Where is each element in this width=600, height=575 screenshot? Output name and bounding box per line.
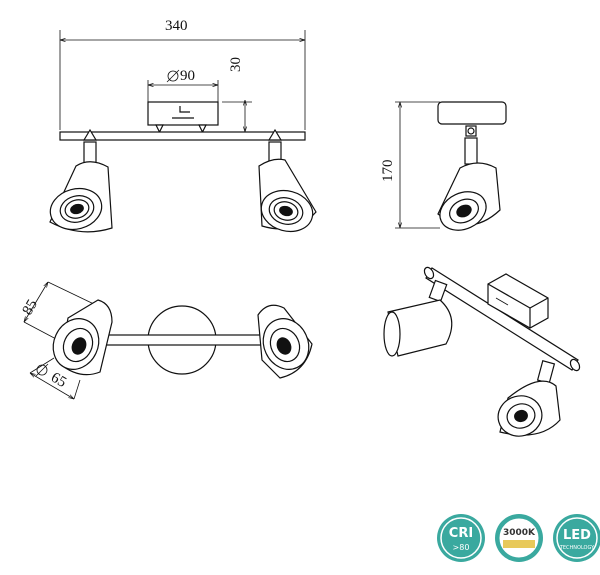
diameter-symbol-icon <box>36 364 48 376</box>
badge-main-text: LED <box>563 528 591 543</box>
spot-lens <box>269 327 301 363</box>
mounting-bar <box>99 334 266 346</box>
spot-lens <box>59 195 95 223</box>
badge-inner <box>498 517 540 559</box>
plate-slot <box>495 297 509 306</box>
extension-line <box>23 321 59 341</box>
spot-led <box>70 203 84 215</box>
diameter-symbol-icon <box>166 69 180 83</box>
bar-end <box>569 358 581 372</box>
ceiling-plate <box>437 101 507 125</box>
spot-lens <box>506 403 536 429</box>
joint <box>267 128 283 141</box>
front-view: 340 90 30 <box>49 18 317 233</box>
screw-icon <box>155 124 164 134</box>
joint-screw-icon <box>467 127 475 135</box>
spot-led <box>276 337 292 355</box>
temperature-scale <box>503 540 535 548</box>
badge-cri: CRI >80 <box>437 514 485 562</box>
top-view: 85 65 <box>20 281 313 400</box>
spot-arm <box>536 360 556 384</box>
badge-ring <box>440 517 482 559</box>
head-diameter-dimension-line <box>30 373 74 399</box>
spot-arm <box>464 137 478 165</box>
plate-slot <box>179 106 190 113</box>
ceiling-plate <box>147 101 219 126</box>
width-dimension-label: 340 <box>165 18 188 34</box>
led-badge-icon <box>553 514 600 562</box>
spot-lens <box>268 197 304 225</box>
badge-sub-text: >80 <box>453 543 470 552</box>
badge-main-text: CRI <box>449 526 473 541</box>
diameter-symbol-icon <box>35 363 49 377</box>
screw-icon <box>198 124 207 134</box>
spot-led <box>71 337 87 355</box>
spot-led <box>514 409 528 423</box>
spot-rim <box>383 311 401 357</box>
badge-ring <box>556 517 598 559</box>
spot-led <box>279 205 293 217</box>
spot-head <box>387 299 453 357</box>
extension-line <box>29 357 55 374</box>
spot-arm <box>428 279 448 303</box>
head-length-label: 85 <box>20 297 41 318</box>
badge-main-text: 3000K <box>503 528 536 538</box>
badge-sub-text: TECHNOLOGY <box>559 545 595 551</box>
badge-led: LED TECHNOLOGY <box>553 514 600 562</box>
head-length-dimension-line <box>24 282 48 322</box>
joint <box>82 128 98 141</box>
cri-badge-icon <box>437 514 485 562</box>
plate-edge <box>487 283 531 309</box>
perspective-view <box>383 266 581 437</box>
spot-lens-inner <box>273 201 299 221</box>
spot-lens-inner <box>64 199 90 219</box>
mounting-bar <box>59 131 306 141</box>
spot-lens <box>449 198 479 224</box>
bar-end <box>423 266 435 280</box>
height-dimension-label: 170 <box>380 160 396 183</box>
spot-lens <box>62 327 94 363</box>
base-height-label: 30 <box>228 57 244 72</box>
extension-line <box>47 281 99 307</box>
base-diameter-label: 90 <box>180 68 195 84</box>
diameter-symbol-icon <box>167 70 179 82</box>
spot-led <box>456 204 472 218</box>
extension-line <box>73 379 81 400</box>
plate-edge <box>529 297 549 309</box>
side-view: 170 <box>380 101 507 231</box>
badge-3000k: 3000K <box>495 514 543 562</box>
spot-arm <box>83 141 97 165</box>
head-diameter-label: 65 <box>48 370 69 391</box>
